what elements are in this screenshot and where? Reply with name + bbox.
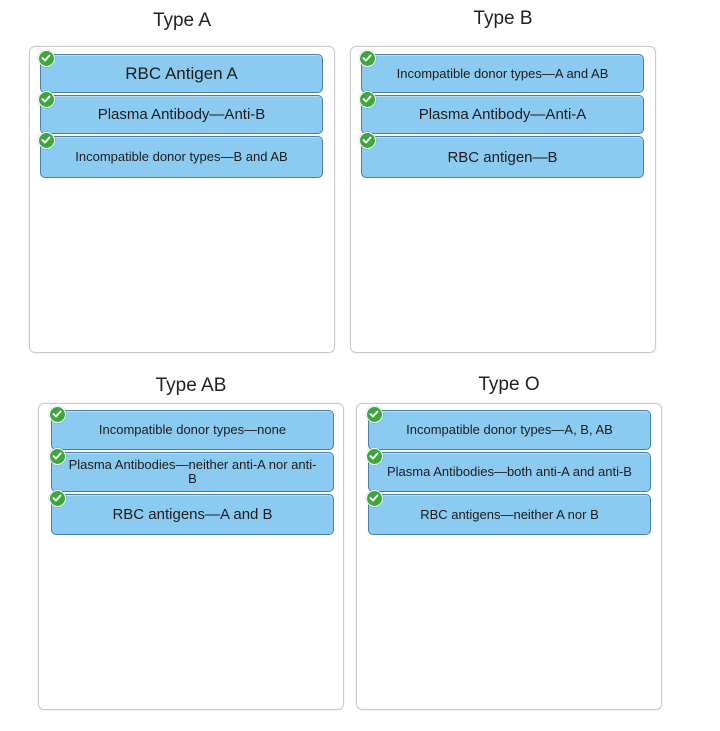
- answer-card-label: Incompatible donor types—A, B, AB: [406, 422, 613, 437]
- answer-card-incompatible-donor-types-a-ab[interactable]: Incompatible donor types—A and AB: [359, 50, 644, 93]
- check-circle-icon: [359, 91, 376, 108]
- check-circle-icon: [38, 50, 55, 67]
- check-circle-icon: [366, 406, 383, 423]
- answer-card-label: Plasma Antibodies—both anti-A and anti-B: [387, 464, 632, 479]
- drop-zone-type-b[interactable]: Incompatible donor types—A and AB Plasma…: [350, 46, 656, 353]
- answer-card-label: Incompatible donor types—B and AB: [75, 149, 288, 164]
- drop-zone-type-o[interactable]: Incompatible donor types—A, B, AB Plasma…: [356, 403, 662, 710]
- answer-card-plasma-antibodies-neither[interactable]: Plasma Antibodies—neither anti-A nor ant…: [49, 448, 334, 492]
- answer-card-rbc-antigens-neither[interactable]: RBC antigens—neither A nor B: [366, 490, 651, 535]
- answer-card-label: RBC Antigen A: [125, 63, 238, 83]
- group-title-type-b: Type B: [473, 8, 533, 29]
- answer-card-rbc-antigens-a-and-b[interactable]: RBC antigens—A and B: [49, 490, 334, 535]
- answer-card-incompatible-donor-types-b-ab[interactable]: Incompatible donor types—B and AB: [38, 132, 323, 178]
- answer-card-label: Plasma Antibody—Anti-A: [418, 106, 587, 123]
- answer-card-label: Plasma Antibodies—neither anti-A nor ant…: [68, 457, 317, 486]
- check-circle-icon: [366, 490, 383, 507]
- check-circle-icon: [38, 91, 55, 108]
- group-title-type-o: Type O: [478, 374, 540, 395]
- answer-card-incompatible-donor-types-none[interactable]: Incompatible donor types—none: [49, 406, 334, 450]
- answer-card-incompatible-donor-types-a-b-ab[interactable]: Incompatible donor types—A, B, AB: [366, 406, 651, 450]
- answer-card-rbc-antigen-b[interactable]: RBC antigen—B: [359, 132, 644, 178]
- drop-zone-type-ab[interactable]: Incompatible donor types—none Plasma Ant…: [38, 403, 344, 710]
- check-circle-icon: [49, 448, 66, 465]
- answer-card-plasma-antibodies-both[interactable]: Plasma Antibodies—both anti-A and anti-B: [366, 448, 651, 492]
- check-circle-icon: [359, 132, 376, 149]
- answer-card-label: RBC antigens—A and B: [112, 506, 273, 523]
- group-title-type-ab: Type AB: [155, 375, 227, 396]
- answer-card-rbc-antigen-a[interactable]: RBC Antigen A: [38, 50, 323, 93]
- check-circle-icon: [49, 406, 66, 423]
- answer-card-plasma-antibody-anti-b[interactable]: Plasma Antibody—Anti-B: [38, 91, 323, 134]
- check-circle-icon: [38, 132, 55, 149]
- answer-card-plasma-antibody-anti-a[interactable]: Plasma Antibody—Anti-A: [359, 91, 644, 134]
- group-title-type-a: Type A: [152, 10, 212, 31]
- answer-card-label: Plasma Antibody—Anti-B: [97, 106, 266, 123]
- answer-card-label: RBC antigen—B: [447, 148, 558, 166]
- answer-card-label: Incompatible donor types—none: [98, 422, 287, 437]
- check-circle-icon: [359, 50, 376, 67]
- check-circle-icon: [49, 490, 66, 507]
- answer-card-label: Incompatible donor types—A and AB: [396, 65, 609, 81]
- answer-card-label: RBC antigens—neither A nor B: [420, 506, 599, 522]
- drop-zone-type-a[interactable]: RBC Antigen A Plasma Antibody—Anti-B Inc…: [29, 46, 335, 353]
- check-circle-icon: [366, 448, 383, 465]
